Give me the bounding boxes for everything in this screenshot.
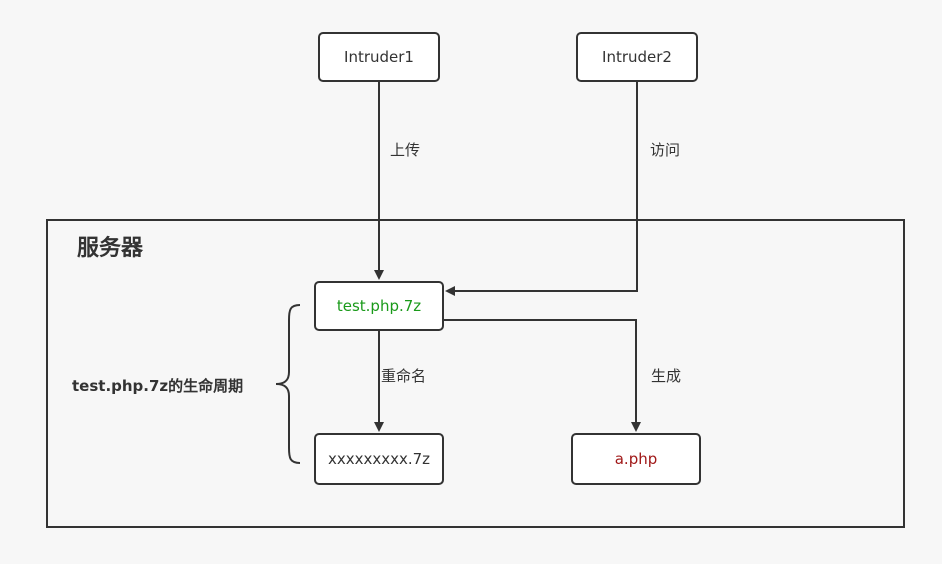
intruder2-node: Intruder2 [576,32,698,82]
edge-label-upload: 上传 [390,141,421,159]
renamed-file-label: xxxxxxxxx.7z [327,449,431,468]
generated-file-label: a.php [614,450,658,468]
edge-label-rename: 重命名 [381,367,427,385]
server-boundary [46,219,905,528]
intruder1-node: Intruder1 [318,32,440,82]
renamed-file-node: xxxxxxxxx.7z [314,433,444,485]
edge-label-generate: 生成 [651,367,682,385]
uploaded-file-label: test.php.7z [336,297,422,315]
edge-visit [445,82,638,296]
intruder2-label: Intruder2 [602,48,672,66]
intruder1-label: Intruder1 [344,48,414,66]
lifecycle-brace [275,304,301,464]
generated-file-node: a.php [571,433,701,485]
edge-label-visit: 访问 [650,141,681,159]
uploaded-file-node: test.php.7z [314,281,444,331]
server-title: 服务器 [77,236,144,261]
edge-generate [444,319,641,432]
lifecycle-label: test.php.7z的生命周期 [72,377,244,395]
